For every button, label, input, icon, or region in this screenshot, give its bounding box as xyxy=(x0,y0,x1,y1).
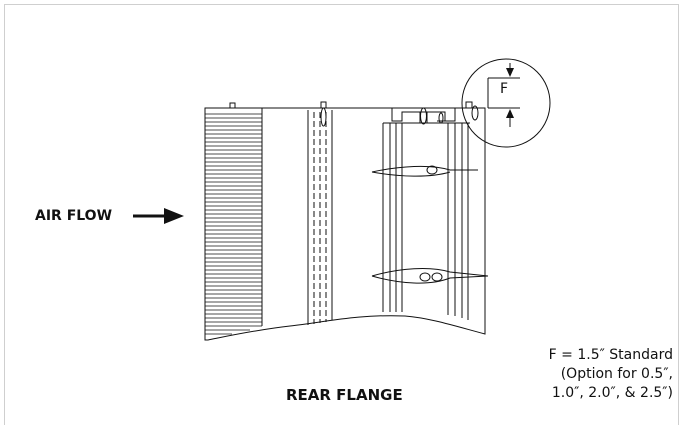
dimension-arrow-top xyxy=(506,68,514,77)
dimension-arrow-bottom xyxy=(506,109,514,118)
flange-size-note: F = 1.5″ Standard (Option for 0.5″, 1.0″… xyxy=(549,346,673,403)
diagram-frame xyxy=(4,4,679,425)
air-inlet-grille xyxy=(205,113,262,335)
air-flow-label: AIR FLOW xyxy=(35,208,113,224)
dimension-f-label: F xyxy=(500,81,509,97)
air-flow-arrow xyxy=(133,208,184,224)
damper-outline xyxy=(204,107,486,341)
frame-channel xyxy=(307,110,333,325)
rear-flange-label: REAR FLANGE xyxy=(286,386,403,404)
note-line-3: 1.0″, 2.0″, & 2.5″) xyxy=(551,385,673,401)
detail-circle xyxy=(461,58,551,148)
blade-pack xyxy=(371,105,489,320)
note-line-2: (Option for 0.5″, xyxy=(560,366,673,382)
note-line-1: F = 1.5″ Standard xyxy=(548,347,673,363)
